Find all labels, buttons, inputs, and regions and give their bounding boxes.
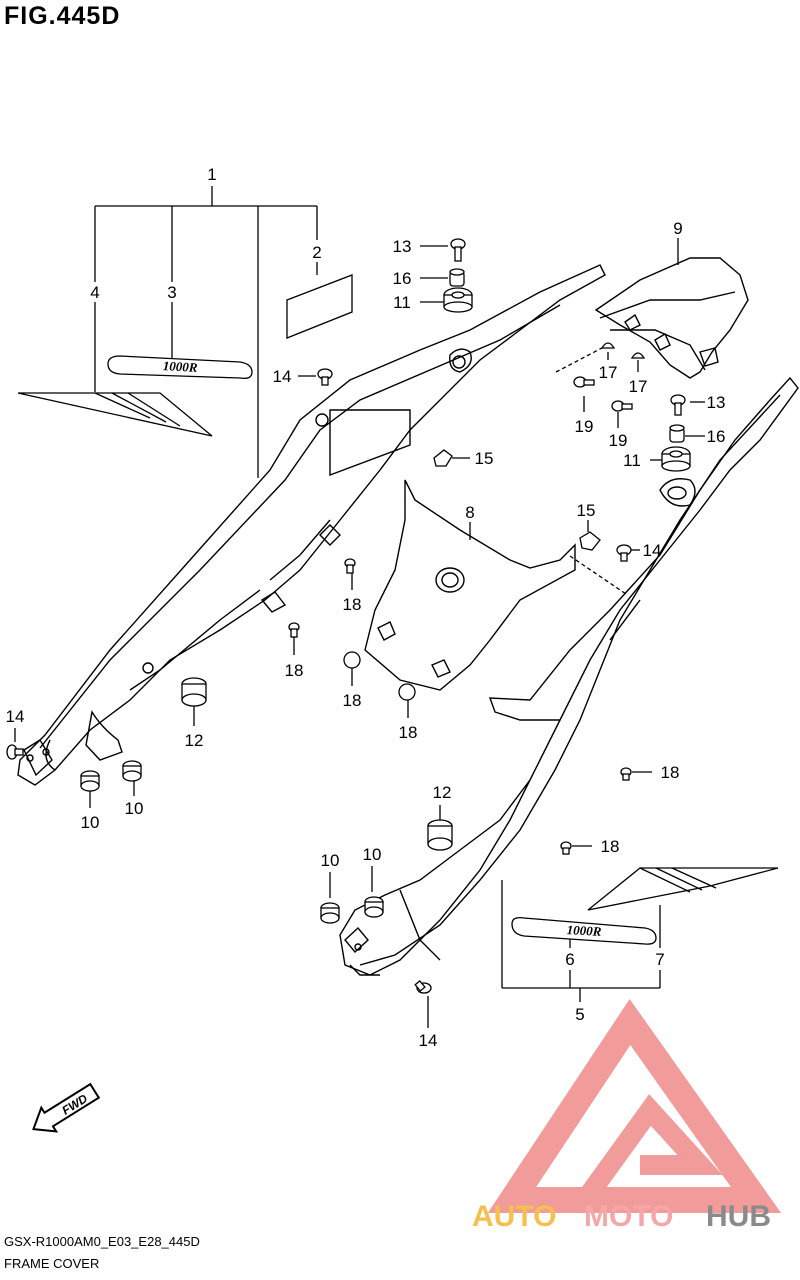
callout-13a: 13	[393, 237, 412, 256]
grommet-11-top	[443, 287, 473, 313]
callout-19b: 19	[609, 431, 628, 450]
frame-cover-right	[339, 376, 799, 976]
callout-6: 6	[565, 950, 574, 969]
watermark-hub: HUB	[706, 1200, 771, 1233]
clip-18-b	[288, 622, 300, 638]
bush-12-b	[427, 819, 453, 851]
callout-14b: 14	[643, 541, 662, 560]
callout-10b: 10	[125, 799, 144, 818]
clip-18-e	[620, 767, 632, 781]
callout-18f: 18	[601, 837, 620, 856]
emblem-text-right: 1000R	[566, 922, 602, 939]
bush-10-d	[364, 896, 384, 918]
bolt-14-d	[414, 979, 432, 994]
callout-18a: 18	[343, 595, 362, 614]
watermark-wordmark: AUTO MOTO HUB	[472, 1200, 771, 1233]
callout-17b: 17	[629, 377, 648, 396]
watermark-logo	[487, 999, 782, 1213]
figure-title: FIG.445D	[4, 2, 121, 30]
clip-18-c	[343, 651, 361, 669]
collar-16-right	[669, 424, 685, 443]
callout-18c: 18	[343, 691, 362, 710]
clip-18-f	[560, 841, 572, 855]
watermark-moto: MOTO	[584, 1200, 673, 1233]
stripe-decal-right	[587, 867, 779, 911]
callout-8: 8	[465, 503, 474, 522]
callout-3: 3	[167, 283, 176, 302]
callout-11a: 11	[393, 293, 411, 312]
callout-16b: 16	[707, 427, 726, 446]
screw-19-a	[573, 376, 595, 388]
callout-13b: 13	[707, 393, 726, 412]
screw-13-right	[670, 394, 686, 416]
collar-16-top	[449, 268, 465, 287]
callout-12b: 12	[433, 783, 452, 802]
nut-15-b	[579, 531, 601, 551]
seat-cowl	[594, 257, 749, 379]
callout-14a: 14	[273, 367, 292, 386]
callout-numbers: 1 2 3 4 5 6 7 8 9 10 10 10 10 11 11 12 1…	[6, 165, 726, 1050]
callout-14c: 14	[6, 707, 25, 726]
callout-1: 1	[207, 165, 216, 184]
callout-15a: 15	[475, 449, 494, 468]
callout-11b: 11	[623, 451, 641, 470]
callout-19a: 19	[575, 417, 594, 436]
bush-10-c	[320, 902, 340, 924]
callout-9: 9	[673, 219, 682, 238]
bush-10-b	[122, 760, 142, 782]
screw-13-top	[450, 238, 466, 262]
emblem-text: 1000R	[162, 358, 198, 375]
callout-17a: 17	[599, 363, 618, 382]
bush-10-a	[80, 770, 100, 792]
callout-4: 4	[90, 283, 99, 302]
clip-17-b	[630, 352, 646, 359]
bolt-14-a	[317, 368, 333, 386]
figure-code: GSX-R1000AM0_E03_E28_445D	[4, 1234, 200, 1249]
fwd-direction-arrow: FWD	[32, 1082, 101, 1133]
callout-18d: 18	[399, 723, 418, 742]
bush-12-a	[181, 677, 207, 707]
label-sticker	[286, 274, 353, 339]
callout-16a: 16	[393, 269, 412, 288]
callout-10a: 10	[81, 813, 100, 832]
callout-15b: 15	[577, 501, 596, 520]
center-cover	[364, 479, 576, 691]
figure-name: FRAME COVER	[4, 1256, 100, 1271]
clip-17-a	[600, 342, 616, 349]
callout-18e: 18	[661, 763, 680, 782]
nut-15-a	[433, 449, 453, 467]
hardware-parts	[6, 238, 691, 994]
callout-10d: 10	[363, 845, 382, 864]
emblem-decal-left: 1000R	[107, 355, 253, 380]
callout-5: 5	[575, 1005, 584, 1024]
emblem-decal-right: 1000R	[511, 916, 657, 945]
stripe-decal-left	[17, 392, 213, 437]
frame-cover-left	[17, 264, 606, 786]
screw-19-b	[611, 400, 633, 412]
leader-lines	[14, 186, 705, 1028]
callout-14d: 14	[419, 1031, 438, 1050]
callout-12a: 12	[185, 731, 204, 750]
callout-10c: 10	[321, 851, 340, 870]
clip-18-a	[344, 558, 356, 574]
bolt-14-c	[6, 744, 24, 760]
grommet-11-right	[661, 446, 691, 472]
watermark-auto: AUTO	[472, 1200, 556, 1233]
callout-18b: 18	[285, 661, 304, 680]
bolt-14-b	[616, 544, 632, 562]
callout-2: 2	[312, 243, 321, 262]
callout-7: 7	[655, 950, 664, 969]
clip-18-d	[398, 683, 416, 701]
